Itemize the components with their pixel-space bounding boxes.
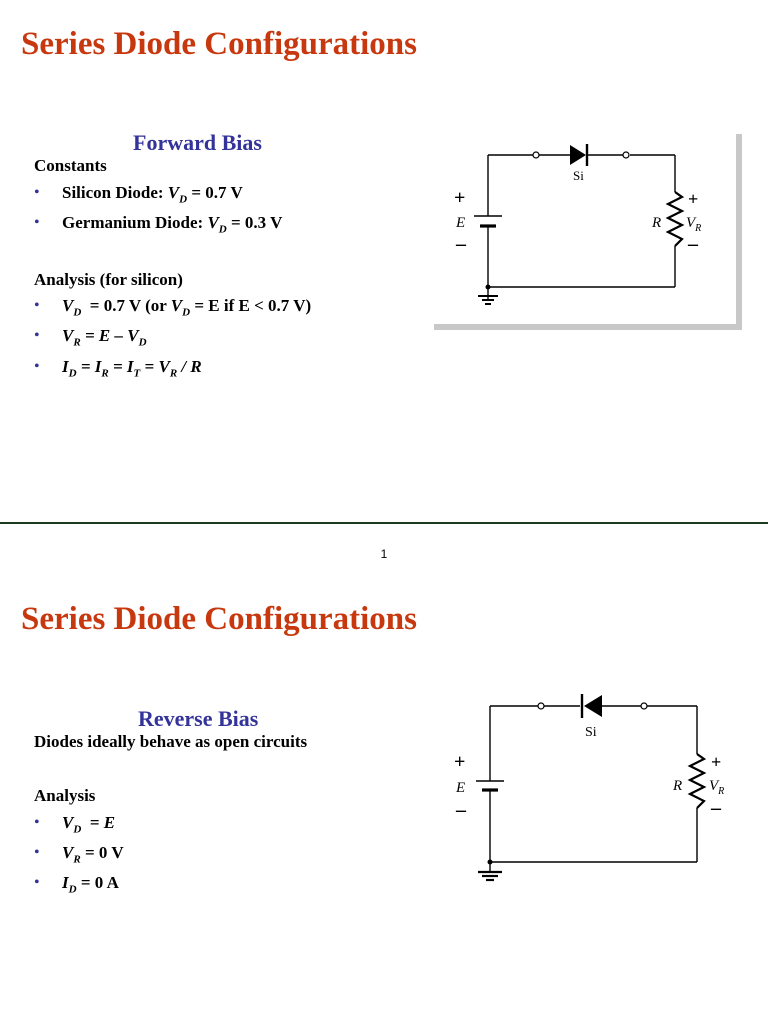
terminal-icon [622,151,630,159]
page-number: 1 [380,547,388,561]
bullet-icon: • [34,844,40,861]
voltage-label: VR [686,215,701,234]
analysis-id: ID = IR = IT = VR / R [62,357,202,380]
constant-silicon: Silicon Diode: VD = 0.7 V [62,183,243,206]
voltage-minus: – [710,797,722,819]
terminal-icon [532,151,540,159]
analysis-vr: VR = 0 V [62,843,124,866]
bullet-icon: • [34,874,40,891]
bullet-icon: • [34,358,40,375]
slide-forward-bias: Series Diode Configurations Forward Bias… [21,26,742,380]
diode-label: Si [573,168,584,183]
bullet-icon: • [34,814,40,831]
ground-icon [478,870,502,882]
slide-title: Series Diode Configurations [21,26,417,62]
description: Diodes ideally behave as open circuits [34,732,308,751]
bullet-icon: • [34,297,40,314]
junction-dot [487,859,493,865]
circuit-wires [489,705,698,872]
terminal-icon [537,702,545,710]
voltage-minus: – [687,233,699,255]
section-subtitle: Forward Bias [133,130,262,155]
battery-minus: – [455,799,467,821]
terminal-icon [640,702,648,710]
battery-plus: + [454,751,465,773]
bullet-icon: • [34,184,40,201]
forward-bias-circuit: Si + E – R VR + – [434,134,742,330]
battery-icon [474,215,502,228]
analysis-heading: Analysis (for silicon) [34,270,183,289]
voltage-plus: + [711,752,721,772]
battery-minus: – [455,233,467,255]
constants-heading: Constants [34,156,107,175]
bullet-icon: • [34,214,40,231]
slide-separator [0,522,768,524]
resistor-label: R [672,778,682,794]
section-subtitle: Reverse Bias [138,706,259,731]
battery-plus: + [454,187,465,209]
analysis-vd: VD = 0.7 V (or VD = E if E < 0.7 V) [62,296,312,319]
slide-title: Series Diode Configurations [21,601,417,637]
ground-icon [478,295,498,305]
analysis-id: ID = 0 A [62,873,119,896]
junction-dot [485,284,491,290]
diode-icon [570,144,589,166]
battery-icon [476,780,504,792]
source-label: E [455,780,465,796]
resistor-label: R [651,215,661,231]
figure-shadow [736,134,742,330]
reverse-bias-circuit: Si + E – R VR + – [454,694,724,882]
analysis-vr: VR = E – VD [62,326,147,349]
voltage-plus: + [688,189,698,209]
diode-label: Si [585,725,597,740]
diode-icon [580,694,602,718]
analysis-vd: VD = E [62,813,116,836]
slide-reverse-bias: Series Diode Configurations Reverse Bias… [0,576,768,1024]
figure-shadow [434,324,742,330]
constant-germanium: Germanium Diode: VD = 0.3 V [62,213,283,236]
voltage-label: VR [709,778,724,797]
source-label: E [455,215,465,231]
analysis-heading: Analysis [34,786,96,805]
resistor-icon [665,191,685,247]
bullet-icon: • [34,327,40,344]
resistor-icon [687,753,707,809]
